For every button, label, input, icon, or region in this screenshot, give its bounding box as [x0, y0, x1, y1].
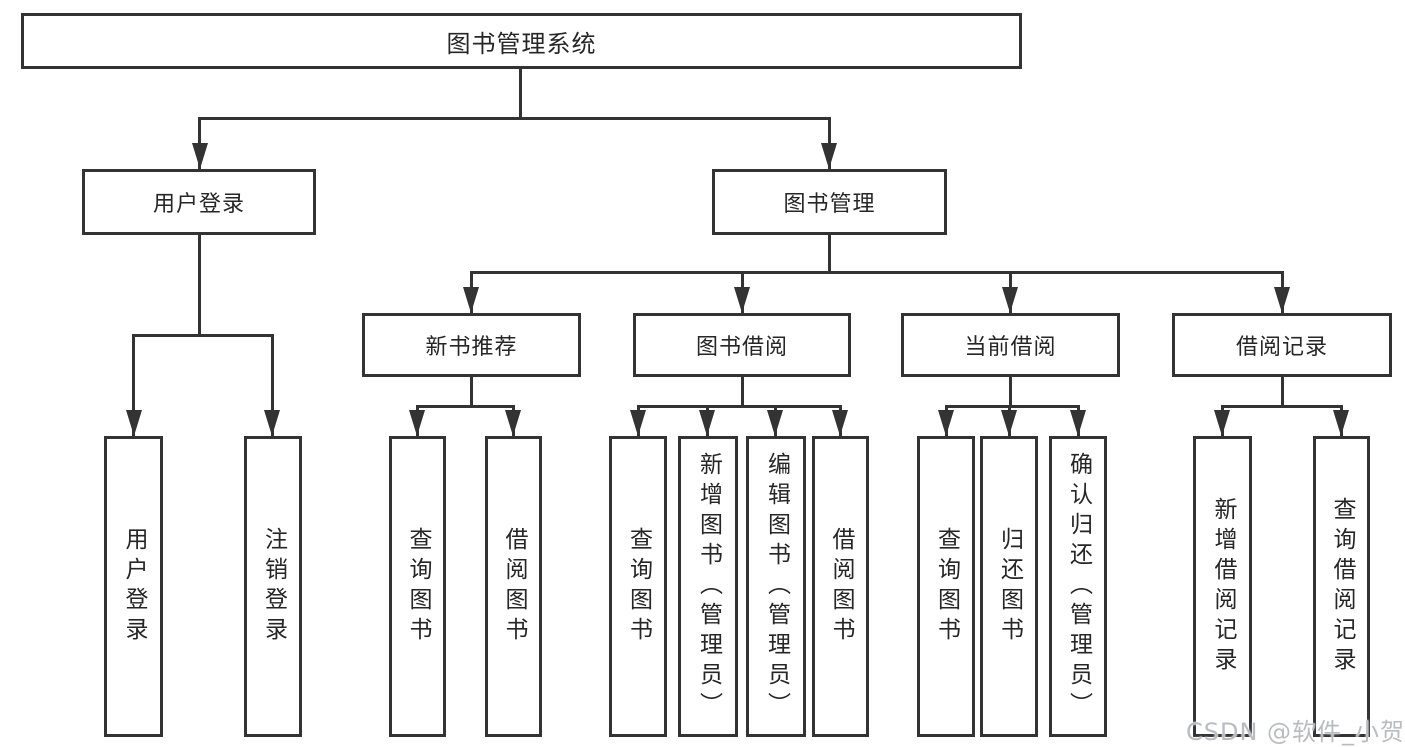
node-leaf-query-borrow-record: 查询借阅记录 [1313, 436, 1370, 737]
arrow-down-icon [192, 143, 208, 169]
node-user-login: 用户登录 [82, 169, 316, 235]
arrow-down-icon [734, 287, 750, 313]
node-leaf-confirm-return-admin: 确认归还（管理员） [1049, 436, 1107, 737]
node-label: 用户登录 [152, 192, 245, 217]
node-new-book-recommend: 新书推荐 [362, 313, 581, 377]
arrow-down-icon [505, 410, 521, 436]
arrow-down-icon [264, 410, 280, 436]
arrow-down-icon [126, 410, 142, 436]
arrow-down-icon [1001, 410, 1017, 436]
connector-line [132, 334, 274, 337]
node-leaf-edit-books-admin: 编辑图书（管理员） [746, 436, 806, 737]
connector-line [637, 405, 842, 408]
node-label: 借阅记录 [1235, 335, 1328, 360]
node-label: 借阅图书 [828, 526, 854, 647]
node-label: 新增借阅记录 [1210, 496, 1236, 677]
arrow-down-icon [938, 410, 954, 436]
node-label: 查询图书 [933, 526, 960, 647]
node-label: 查询图书 [405, 526, 431, 647]
node-borrow-records: 借阅记录 [1172, 313, 1392, 377]
arrow-down-icon [409, 410, 425, 436]
node-label: 注销登录 [260, 526, 287, 647]
arrow-down-icon [1002, 287, 1018, 313]
arrow-down-icon [699, 410, 715, 436]
arrow-down-icon [1274, 287, 1290, 313]
node-leaf-return-books: 归还图书 [980, 436, 1038, 737]
node-leaf-user-login: 用户登录 [104, 436, 163, 737]
connector-line [470, 377, 473, 408]
node-current-borrow: 当前借阅 [901, 313, 1120, 377]
watermark: CSDN @软件_小贺同学 [1186, 718, 1405, 746]
node-leaf-query-books-2: 查询图书 [609, 436, 667, 737]
node-label: 归还图书 [996, 526, 1023, 647]
node-root: 图书管理系统 [21, 13, 1022, 69]
node-book-borrow: 图书借阅 [633, 313, 851, 377]
node-label: 确认归还（管理员） [1065, 451, 1092, 722]
node-leaf-borrow-books-2: 借阅图书 [812, 436, 869, 737]
connector-line [1009, 377, 1012, 408]
connector-line [945, 405, 1080, 408]
arrow-down-icon [1333, 410, 1349, 436]
connector-line [132, 334, 135, 436]
arrow-down-icon [463, 287, 479, 313]
node-label: 图书管理系统 [446, 29, 597, 58]
node-label: 新书推荐 [425, 335, 518, 360]
connector-line [198, 117, 831, 120]
node-label: 查询借阅记录 [1329, 496, 1355, 677]
arrow-down-icon [832, 410, 848, 436]
node-book-management: 图书管理 [712, 169, 947, 235]
arrow-down-icon [821, 143, 837, 169]
connector-line [470, 271, 1284, 274]
arrow-down-icon [1070, 410, 1086, 436]
node-label: 当前借阅 [964, 335, 1057, 360]
node-leaf-query-books-1: 查询图书 [389, 436, 446, 737]
arrow-down-icon [1214, 410, 1230, 436]
node-label: 图书借阅 [695, 335, 788, 360]
node-label: 编辑图书（管理员） [763, 451, 790, 722]
arrow-down-icon [630, 410, 646, 436]
node-leaf-query-books-3: 查询图书 [917, 436, 975, 737]
arrow-down-icon [767, 410, 783, 436]
node-label: 图书管理 [783, 192, 876, 217]
connector-line [416, 405, 515, 408]
node-leaf-borrow-books-1: 借阅图书 [485, 436, 542, 737]
node-leaf-add-books-admin: 新增图书（管理员） [678, 436, 738, 737]
connector-line [271, 334, 274, 436]
connector-line [828, 233, 831, 274]
node-label: 用户登录 [121, 526, 147, 647]
node-leaf-logout: 注销登录 [244, 436, 302, 737]
connector-line [1281, 377, 1284, 408]
node-label: 查询图书 [625, 526, 652, 647]
node-label: 借阅图书 [501, 526, 527, 647]
connector-line [1221, 405, 1343, 408]
connector-line [741, 377, 744, 408]
node-label: 新增图书（管理员） [695, 451, 722, 722]
node-leaf-add-borrow-record: 新增借阅记录 [1193, 436, 1252, 737]
connector-line [198, 233, 201, 335]
connector-line [519, 68, 522, 118]
